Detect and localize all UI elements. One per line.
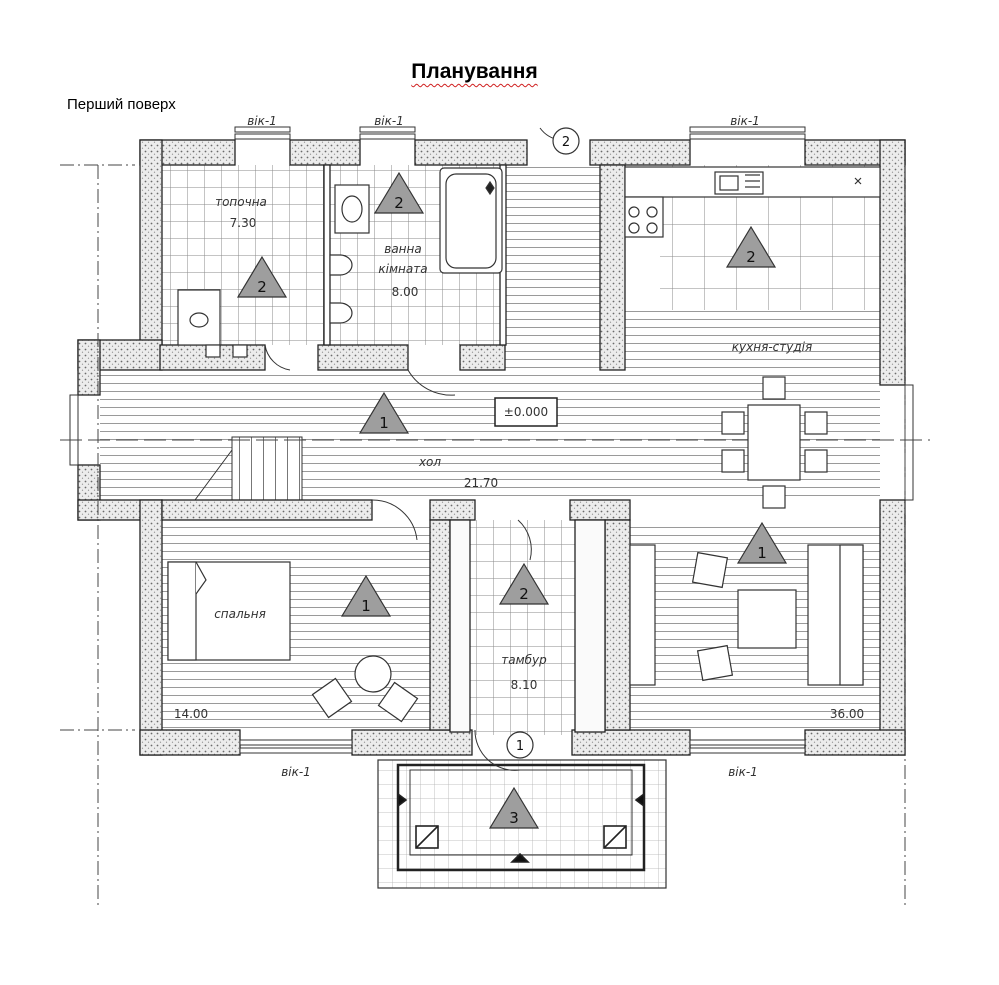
marker-triangle-hall: [358, 391, 410, 434]
document-title: Планування: [411, 60, 538, 83]
room-name-bedroom: спальня: [214, 607, 266, 621]
room-area-bath: 8.00: [392, 285, 419, 299]
bathtub: [439, 167, 503, 274]
marker-num-porch: 3: [509, 809, 519, 827]
marker-num-boiler: 2: [257, 278, 267, 296]
marker-num-bath: 2: [394, 194, 404, 212]
marker-num-vestibule: 2: [519, 585, 529, 603]
sink-icon: [334, 184, 370, 234]
vestibule-floor: [470, 520, 575, 735]
window-mark-top-mid: вік-1: [374, 114, 404, 128]
room-name-hall: хол: [418, 455, 441, 469]
marker-num-bedroom: 1: [361, 597, 371, 615]
marker-circle-bottom: [506, 731, 534, 759]
window-mark-top-right: вік-1: [730, 114, 760, 128]
bed: [167, 561, 291, 661]
level-box: [494, 397, 558, 427]
marker-triangle-boiler: [236, 255, 288, 298]
kitchen-floor-boards: [625, 310, 880, 370]
marker-circle-top: [552, 127, 580, 155]
living-furniture: [629, 544, 864, 686]
marker-circle-bottom-num: 1: [516, 739, 524, 754]
room-area-vestibule: 8.10: [511, 678, 538, 692]
dining-table: [721, 376, 828, 509]
room-name-vestibule: тамбур: [501, 653, 547, 667]
marker-triangle-living: [736, 521, 788, 564]
marker-triangle-porch: [488, 786, 540, 829]
toilet-icon: [329, 254, 353, 324]
corridor-floor: [505, 165, 600, 370]
room-area-living: 36.00: [830, 707, 864, 721]
room-name-kitchen: кухня-студія: [732, 340, 812, 354]
room-name-bath-1: ванна: [384, 242, 421, 256]
vestibule-columns: [397, 792, 645, 863]
room-name-boiler: топочна: [215, 195, 267, 209]
window-mark-bottom-right: вік-1: [728, 765, 758, 779]
room-area-hall: 21.70: [464, 476, 498, 490]
marker-num-living: 1: [757, 544, 767, 562]
marker-triangle-bedroom: [340, 574, 392, 617]
window-mark-bottom-left: вік-1: [281, 765, 311, 779]
porch-inner: [396, 763, 646, 872]
marker-num-kitchen: 2: [746, 248, 756, 266]
door-swings: [264, 127, 561, 771]
room-area-bedroom: 14.00: [174, 707, 208, 721]
hall-level-mark: ±0.000: [504, 405, 548, 419]
boiler-icon: [177, 289, 248, 358]
room-name-bath-2: кімната: [378, 262, 427, 276]
window-mark-top-left: вік-1: [247, 114, 277, 128]
bedroom-table: [311, 655, 419, 723]
marker-circle-top-num: 2: [562, 135, 570, 150]
windows: [69, 126, 914, 754]
marker-num-hall: 1: [379, 414, 389, 432]
floor-subtitle: Перший поверх: [67, 96, 180, 113]
marker-triangle-vestibule: [498, 562, 550, 605]
room-area-boiler: 7.30: [230, 216, 257, 230]
kitchen-counter: [624, 166, 881, 238]
staircase: [231, 436, 303, 501]
marker-triangle-kitchen: [725, 225, 777, 268]
marker-triangle-bath: [373, 171, 425, 214]
